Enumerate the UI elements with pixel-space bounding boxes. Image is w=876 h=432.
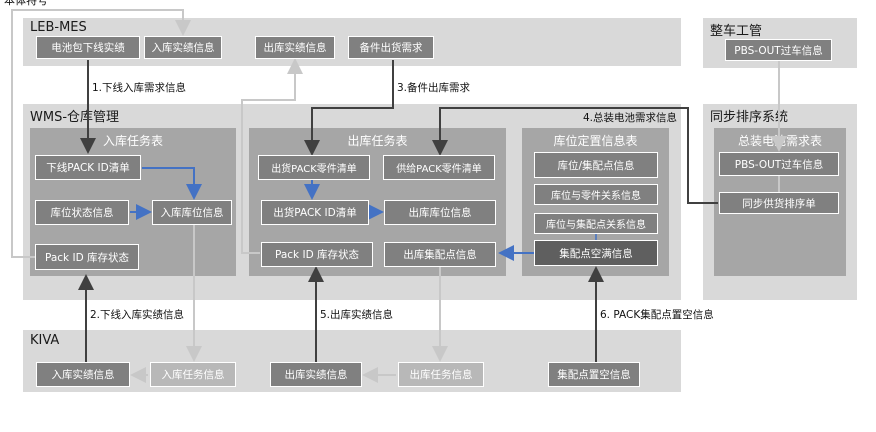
box-supply-pack-parts: 供给PACK零件清单 [383, 155, 495, 180]
panel-title-location: 库位定置信息表 [553, 134, 638, 148]
zone-title-kiva: KIVA [30, 333, 60, 348]
box-loc-parts: 库位与零件关系信息 [534, 184, 658, 205]
box-inbound-location: 入库库位信息 [152, 200, 232, 225]
flow-label-3: 3.备件出库需求 [397, 82, 471, 94]
arrow-blue-inbound [142, 167, 202, 200]
box-loc-assembly: 库位/集配点信息 [534, 152, 658, 178]
box-kiva-out-perf: 出库实绩信息 [270, 362, 362, 387]
flow-label-4: 4.总装电池需求信息 [583, 112, 678, 124]
zone-title-wms: WMS-仓库管理 [30, 110, 120, 125]
box-location-status: 库位状态信息 [35, 200, 129, 225]
box-offline-pack-id-list: 下线PACK ID清单 [35, 155, 141, 180]
box-pack-stock-in: Pack ID 库存状态 [35, 244, 139, 270]
box-kiva-empty-point: 集配点置空信息 [548, 362, 640, 387]
box-spare-demand: 备件出货需求 [348, 36, 434, 59]
box-kiva-in-perf: 入库实绩信息 [36, 362, 130, 387]
box-outbound-location: 出库库位信息 [384, 200, 496, 225]
box-sync-pbs-out: PBS-OUT过车信息 [719, 152, 839, 176]
arrow-stock-to-leb-out [241, 58, 303, 254]
box-kiva-out-task: 出库任务信息 [398, 362, 484, 387]
flow-label-5: 5.出库实绩信息 [320, 309, 394, 321]
flow-label-6: 6. PACK集配点置空信息 [600, 309, 714, 321]
arrow-stock-to-leb [11, 9, 191, 258]
arrow-flow-4 [432, 107, 718, 204]
box-pack-stock-out: Pack ID 库存状态 [261, 242, 373, 267]
arrow-flow-3 [304, 60, 394, 156]
box-vehicle-pbs-out: PBS-OUT过车信息 [725, 39, 832, 61]
box-assembly-empty: 集配点空满信息 [534, 240, 658, 266]
panel-title-outbound: 出库任务表 [347, 134, 408, 148]
box-outbound-assembly: 出库集配点信息 [384, 242, 496, 267]
box-leb-outbound-perf: 出库实绩信息 [255, 36, 335, 59]
clipped-top-text: 本体特号 [4, 0, 48, 7]
box-ship-pack-parts: 出货PACK零件清单 [258, 155, 370, 180]
box-loc-assembly-rel: 库位与集配点关系信息 [534, 213, 658, 234]
box-pack-offline: 电池包下线实绩 [36, 36, 140, 59]
panel-title-inbound: 入库任务表 [102, 134, 163, 148]
zone-title-leb-mes: LEB-MES [30, 20, 87, 35]
box-ship-pack-id: 出货PACK ID清单 [261, 200, 369, 225]
flow-label-1: 1.下线入库需求信息 [92, 82, 187, 94]
zone-title-sync: 同步排序系统 [710, 110, 789, 125]
flow-label-2: 2.下线入库实绩信息 [90, 309, 185, 321]
zone-title-vehicle: 整车工管 [710, 24, 763, 39]
box-kiva-in-task: 入库任务信息 [150, 362, 236, 387]
box-leb-inbound-perf: 入库实绩信息 [144, 36, 222, 59]
box-sync-sheet: 同步供货排序单 [719, 192, 839, 214]
